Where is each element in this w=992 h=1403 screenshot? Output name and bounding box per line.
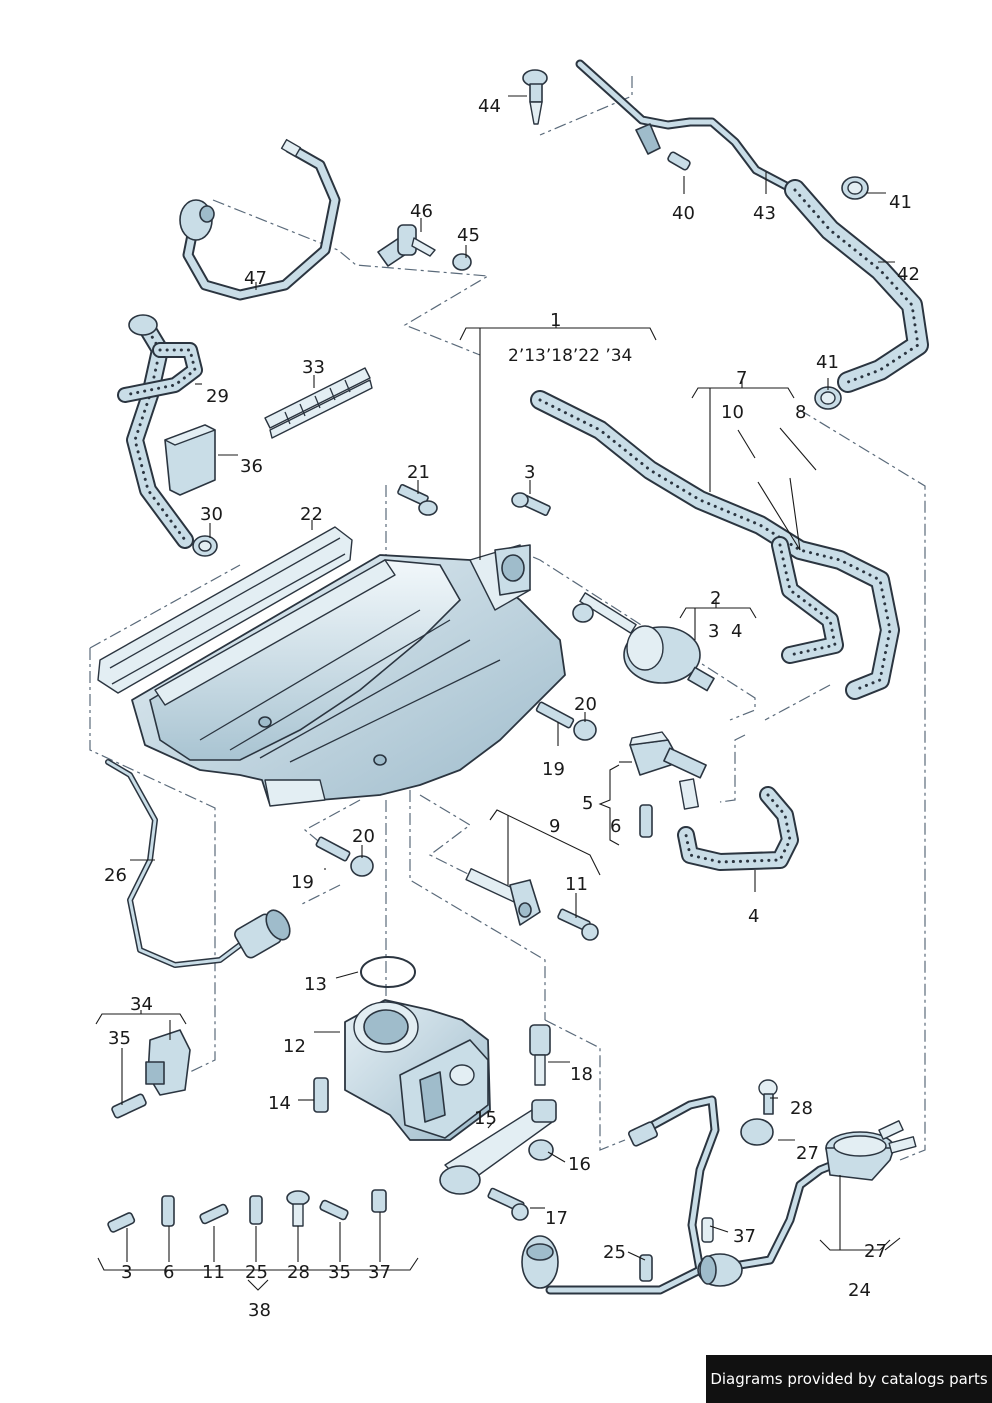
- kit-item-28: 28: [287, 1262, 310, 1283]
- callout-29: 29: [206, 386, 229, 407]
- callout-41-upper: 41: [889, 192, 912, 213]
- gasket-22: [97, 526, 353, 694]
- attribution-footer: Diagrams provided by catalogs parts: [706, 1355, 992, 1403]
- filter-element-33: [264, 367, 373, 439]
- hose-47: [179, 138, 341, 301]
- clamp-30: [192, 535, 218, 557]
- callout-13: 13: [304, 974, 327, 995]
- connector-46: [377, 224, 472, 271]
- callout-17: 17: [545, 1208, 568, 1229]
- callout-20-lower: 20: [352, 826, 375, 847]
- callout-33: 33: [302, 357, 325, 378]
- callout-37: 37: [733, 1226, 756, 1247]
- callout-16: 16: [568, 1154, 591, 1175]
- callout-26: 26: [104, 865, 127, 886]
- callout-7: 7: [736, 368, 747, 389]
- callout-34: 34: [130, 994, 153, 1015]
- callout-3: 3: [524, 462, 535, 483]
- callout-27-upper: 27: [796, 1143, 819, 1164]
- assembly-lines: [89, 76, 926, 1161]
- sensor-34: [111, 1029, 191, 1119]
- callout-18: 18: [570, 1064, 593, 1085]
- callout-43: 43: [753, 203, 776, 224]
- callout-1-sub: 2’13’18’22 ’34: [508, 346, 632, 366]
- foam-pad-36: [164, 424, 216, 496]
- kit-total-38: 38: [248, 1300, 271, 1321]
- kit-item-35: 35: [328, 1262, 351, 1283]
- callout-19-lower: 19: [291, 872, 314, 893]
- callout-28: 28: [790, 1098, 813, 1119]
- callout-10: 10: [721, 402, 744, 423]
- callout-21: 21: [407, 462, 430, 483]
- callout-12: 12: [283, 1036, 306, 1057]
- kit-item-3: 3: [121, 1262, 132, 1283]
- o-ring-13: [360, 956, 416, 988]
- filter-27: [740, 1079, 917, 1181]
- bolts-25-37: [639, 1217, 714, 1282]
- callout-2: 2: [710, 588, 721, 609]
- hose-29: [117, 314, 203, 549]
- callout-30: 30: [200, 504, 223, 525]
- callout-45: 45: [457, 225, 480, 246]
- callout-6: 6: [610, 816, 621, 837]
- kit-item-37: 37: [368, 1262, 391, 1283]
- kit-item-25: 25: [245, 1262, 268, 1283]
- sensor-9: [465, 868, 599, 941]
- leader-lines: [95, 95, 901, 1291]
- valve-5: [629, 731, 707, 838]
- hose-7: [530, 390, 900, 700]
- callout-11: 11: [565, 874, 588, 895]
- callout-40: 40: [672, 203, 695, 224]
- callout-36: 36: [240, 456, 263, 477]
- callout-35: 35: [108, 1028, 131, 1049]
- callout-20-upper: 20: [574, 694, 597, 715]
- kit-item-11: 11: [202, 1262, 225, 1283]
- kit-item-6: 6: [163, 1262, 174, 1283]
- callout-19-upper: 19: [542, 759, 565, 780]
- intake-manifold: [131, 544, 566, 807]
- throttle-body-12: [313, 999, 491, 1141]
- hose-43: [575, 59, 795, 193]
- kit-labels: 3 6 11 25 28 35 37 38: [121, 1262, 391, 1321]
- callout-24: 24: [848, 1280, 871, 1301]
- callout-25: 25: [603, 1242, 626, 1263]
- attribution-text: Diagrams provided by catalogs parts: [710, 1370, 988, 1388]
- callout-41-lower: 41: [816, 352, 839, 373]
- callout-42: 42: [897, 264, 920, 285]
- callout-47: 47: [244, 268, 267, 289]
- hose-26: [105, 759, 291, 968]
- hose-42: [784, 179, 929, 393]
- hose-4: [677, 786, 799, 871]
- callout-4: 4: [748, 906, 759, 927]
- callout-2-a: 3: [708, 621, 719, 642]
- support-15: [439, 1024, 557, 1221]
- bolt-nut-19-20: [315, 701, 597, 877]
- clip-44: [522, 69, 548, 125]
- callout-labels: 1 2’13’18’22 ’34 2 3 4 3 4 5 6 7 8 9 10 …: [104, 96, 920, 1301]
- bracket-40: [635, 123, 691, 171]
- callout-15: 15: [474, 1108, 497, 1129]
- callout-14: 14: [268, 1093, 291, 1114]
- callout-44: 44: [478, 96, 501, 117]
- fastener-kit: [107, 1189, 387, 1233]
- callout-8: 8: [795, 402, 806, 423]
- actuator-2: [572, 592, 715, 692]
- callout-27-lower: 27: [864, 1241, 887, 1262]
- callout-5: 5: [582, 793, 593, 814]
- callout-2-b: 4: [731, 621, 742, 642]
- callout-1: 1: [550, 310, 561, 331]
- callout-22: 22: [300, 504, 323, 525]
- hose-24: [521, 1095, 850, 1295]
- bolts-top: [397, 483, 551, 517]
- callout-9: 9: [549, 816, 560, 837]
- callout-46: 46: [410, 201, 433, 222]
- clamp-41: [814, 176, 869, 410]
